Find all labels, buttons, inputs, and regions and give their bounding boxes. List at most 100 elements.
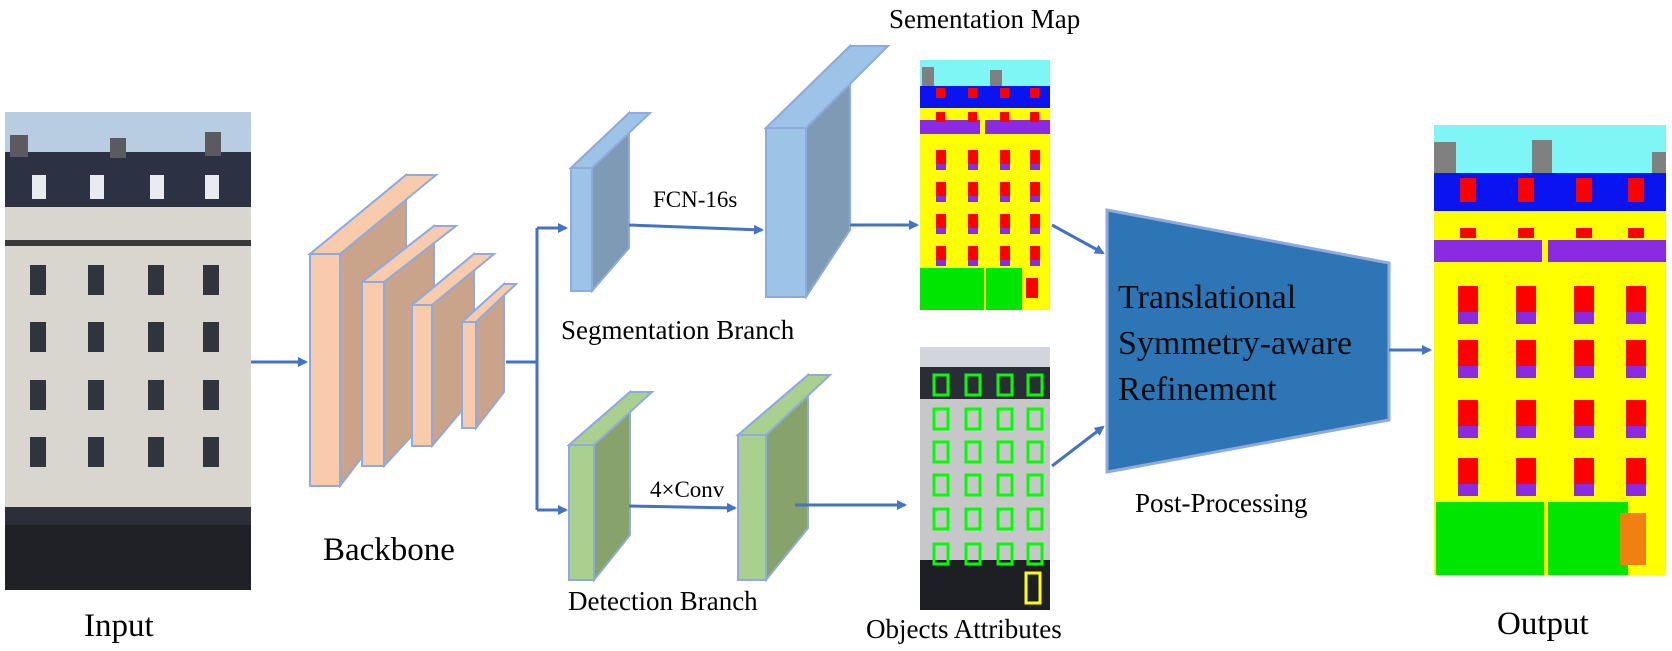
output-window xyxy=(1626,286,1646,312)
detection-box xyxy=(996,440,1014,464)
segmap-window xyxy=(1000,88,1009,98)
backbone-block-4 xyxy=(459,281,519,431)
output-balcony xyxy=(1516,312,1536,324)
output-window xyxy=(1626,458,1646,484)
segmap-window xyxy=(1030,182,1040,196)
input-label: Input xyxy=(84,608,154,644)
photo-window xyxy=(30,265,46,295)
output-window xyxy=(1574,286,1594,312)
photo-window xyxy=(148,437,164,467)
detection-branch-blocks xyxy=(566,372,833,583)
photo-window xyxy=(88,322,104,352)
output-window xyxy=(1458,458,1478,484)
backbone-label: Backbone xyxy=(323,532,455,568)
output-window xyxy=(1576,178,1592,202)
arrow-backbone-split xyxy=(506,228,539,364)
detection-box xyxy=(1026,542,1044,566)
output-window xyxy=(1458,286,1478,312)
input-facade-image xyxy=(5,112,251,590)
segmap-window xyxy=(936,88,945,98)
output-balcony xyxy=(1458,312,1478,324)
segmap-balcony xyxy=(936,228,946,234)
det-block-large xyxy=(735,372,833,583)
segmap-window xyxy=(968,88,977,98)
output-balcony xyxy=(1626,366,1646,378)
segmap-window xyxy=(1030,214,1040,228)
segmap-window xyxy=(1030,88,1039,98)
detection-box xyxy=(1026,473,1044,497)
objects-attributes-label: Objects Attributes xyxy=(866,614,1062,644)
segmap-window xyxy=(936,112,945,122)
output-balcony xyxy=(1574,484,1594,496)
refinement-label-line2: Symmetry-aware xyxy=(1118,325,1352,362)
segmap-window xyxy=(1030,112,1039,122)
segmap-window xyxy=(936,246,946,260)
segmap-balcony xyxy=(936,260,946,266)
detection-box xyxy=(932,373,950,397)
output-window xyxy=(1518,178,1534,202)
conv-label: 4×Conv xyxy=(650,477,725,502)
detection-box xyxy=(932,507,950,531)
detection-box xyxy=(932,440,950,464)
output-balcony xyxy=(1516,426,1536,438)
output-window xyxy=(1576,228,1592,238)
segmap-balcony xyxy=(1000,260,1010,266)
photo-window xyxy=(148,265,164,295)
output-window xyxy=(1460,178,1476,202)
seg-block-small xyxy=(568,110,653,294)
segmap-window xyxy=(1000,112,1009,122)
det-block-small xyxy=(566,389,655,583)
output-balcony xyxy=(1458,426,1478,438)
detection-box xyxy=(964,473,982,497)
photo-window xyxy=(88,380,104,410)
refinement-module: Translational Symmetry-aware Refinement xyxy=(1105,208,1391,474)
detection-box xyxy=(996,373,1014,397)
photo-window xyxy=(30,380,46,410)
segmentation-map-image xyxy=(920,60,1050,310)
detection-box xyxy=(1026,407,1044,431)
detection-box xyxy=(964,373,982,397)
detection-box xyxy=(932,473,950,497)
photo-window xyxy=(203,380,219,410)
segmentation-branch-blocks xyxy=(568,43,891,300)
detection-branch-label: Detection Branch xyxy=(568,586,758,616)
segmentation-map-label: Sementation Map xyxy=(889,4,1080,34)
photo-window xyxy=(88,437,104,467)
detection-box xyxy=(964,440,982,464)
detection-box xyxy=(964,542,982,566)
segmap-balcony xyxy=(1030,228,1040,234)
arrow-conv xyxy=(628,502,737,513)
output-window xyxy=(1574,458,1594,484)
detection-box xyxy=(964,507,982,531)
segmap-window xyxy=(1000,182,1010,196)
output-balcony xyxy=(1626,426,1646,438)
photo-window xyxy=(148,380,164,410)
backbone-block-3 xyxy=(409,251,497,449)
output-balcony xyxy=(1516,484,1536,496)
output-balcony xyxy=(1516,366,1536,378)
arrow-segmap-to-refine xyxy=(1051,223,1105,255)
detection-box xyxy=(996,507,1014,531)
photo-window xyxy=(88,265,104,295)
segmap-balcony xyxy=(1030,164,1040,170)
output-window xyxy=(1628,228,1644,238)
segmap-window xyxy=(1000,246,1010,260)
segmap-balcony xyxy=(968,228,978,234)
output-window xyxy=(1516,400,1536,426)
flow-arrows xyxy=(251,220,1432,515)
detection-box xyxy=(1026,440,1044,464)
detection-box xyxy=(1026,507,1044,531)
detection-box xyxy=(996,473,1014,497)
detection-box xyxy=(1026,373,1044,397)
output-window xyxy=(1458,400,1478,426)
output-window xyxy=(1516,286,1536,312)
segmap-balcony xyxy=(1030,196,1040,202)
seg-block-large xyxy=(763,43,891,300)
segmap-balcony xyxy=(968,196,978,202)
detection-box xyxy=(996,542,1014,566)
detection-box xyxy=(964,407,982,431)
detection-box xyxy=(996,407,1014,431)
photo-window xyxy=(30,437,46,467)
segmap-balcony xyxy=(1030,260,1040,266)
